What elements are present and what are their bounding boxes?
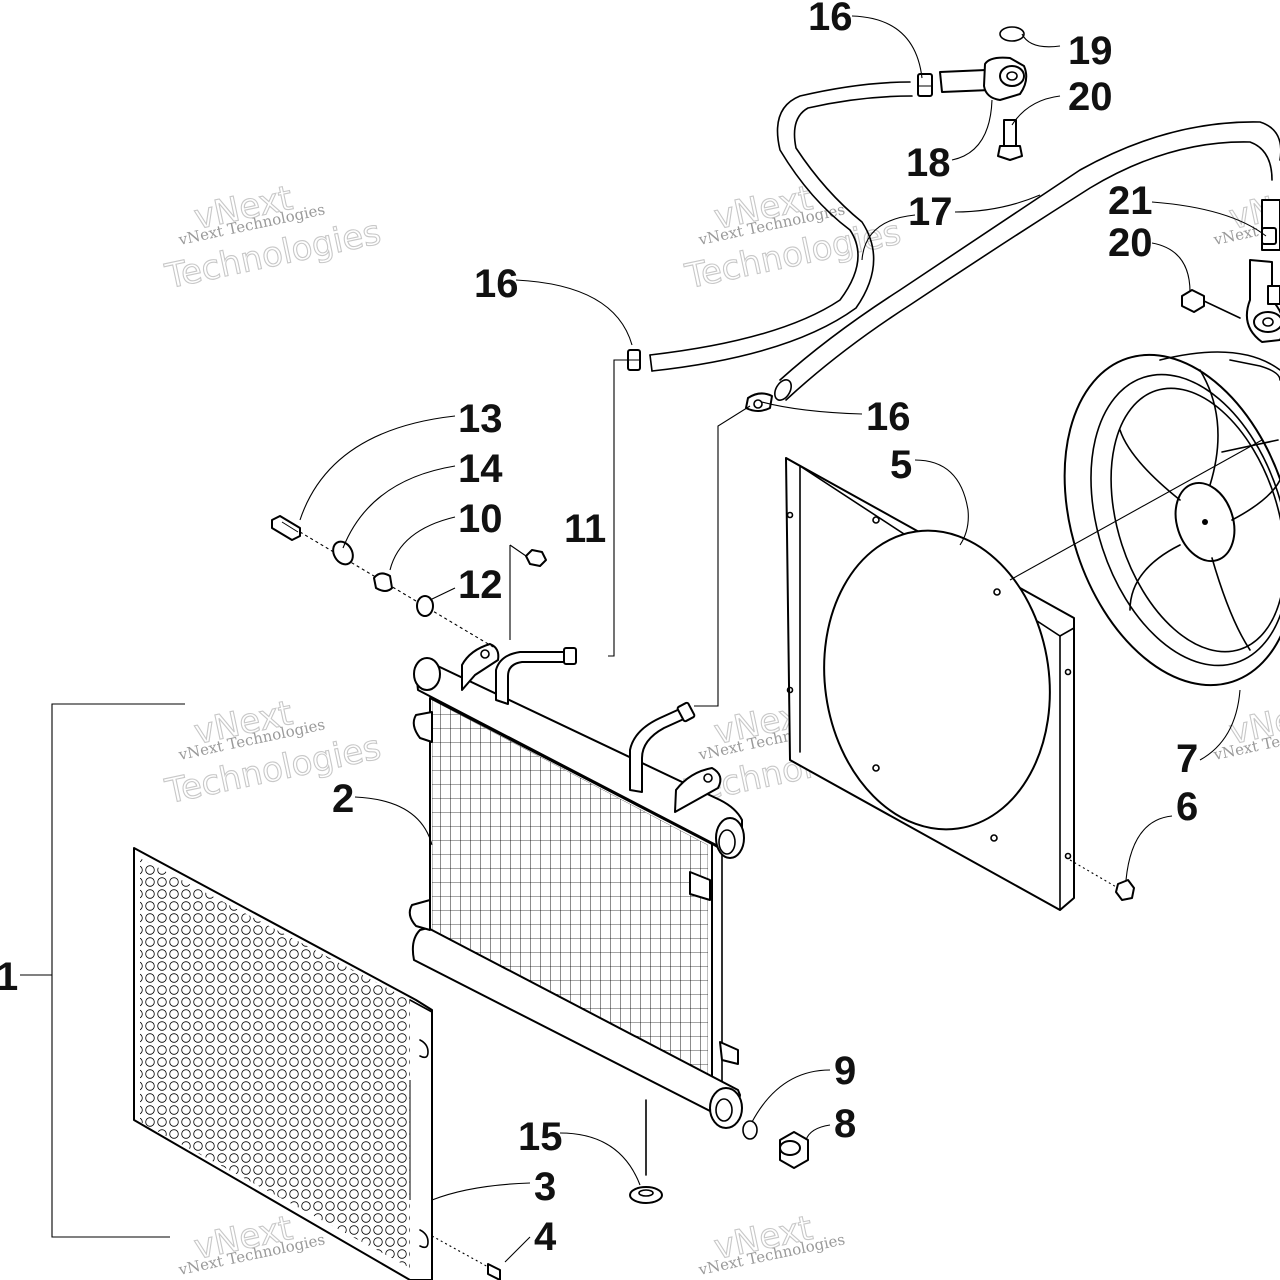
callout-11: 11 bbox=[564, 507, 606, 551]
callout-5: 5 bbox=[890, 443, 912, 487]
clamp-16-right bbox=[745, 392, 773, 412]
callout-3: 3 bbox=[534, 1165, 556, 1209]
callout-21: 21 bbox=[1108, 179, 1153, 223]
assembly-bracket bbox=[51, 703, 185, 1238]
callout-17: 17 bbox=[908, 190, 953, 234]
o-ring-9 bbox=[742, 1120, 758, 1140]
callout-2: 2 bbox=[332, 777, 354, 821]
callout-12: 12 bbox=[458, 563, 503, 607]
callout-20-right: 20 bbox=[1108, 221, 1153, 265]
radiator bbox=[408, 643, 745, 1176]
drain-plug-8 bbox=[779, 1131, 809, 1169]
callout-19: 19 bbox=[1068, 29, 1113, 73]
callout-1: 1 bbox=[0, 955, 18, 999]
grille-screen bbox=[133, 847, 433, 1280]
callout-15: 15 bbox=[518, 1115, 563, 1159]
callout-7: 7 bbox=[1176, 737, 1198, 781]
callout-9: 9 bbox=[834, 1049, 856, 1093]
hoses-17 bbox=[649, 81, 1280, 401]
bolt-20-top bbox=[997, 119, 1023, 161]
screw-6 bbox=[1069, 859, 1135, 901]
nut-11 bbox=[525, 549, 547, 567]
fan-shroud-5 bbox=[785, 457, 1075, 911]
callout-13: 13 bbox=[458, 397, 503, 441]
o-ring-19 bbox=[999, 26, 1025, 42]
callout-8: 8 bbox=[834, 1102, 856, 1146]
leader-11 bbox=[509, 544, 527, 557]
callout-14: 14 bbox=[458, 447, 503, 491]
callout-4: 4 bbox=[534, 1215, 557, 1259]
callout-16-top: 16 bbox=[808, 0, 853, 39]
callout-16-right: 16 bbox=[866, 395, 911, 439]
screw-4 bbox=[431, 1235, 501, 1280]
hardware-stack bbox=[271, 515, 496, 649]
clamp-16-top bbox=[917, 73, 933, 97]
callout-6: 6 bbox=[1176, 785, 1198, 829]
fan-7 bbox=[1063, 285, 1280, 687]
callout-18: 18 bbox=[906, 141, 951, 185]
callout-20-top: 20 bbox=[1068, 75, 1113, 119]
callout-labels: 1 2 3 4 5 6 7 8 9 10 11 12 13 14 15 16 1… bbox=[0, 0, 1198, 1259]
fitting-18 bbox=[939, 56, 1028, 101]
leader-lines bbox=[299, 15, 1267, 1263]
callout-16-left: 16 bbox=[474, 262, 519, 306]
grommet-15 bbox=[629, 1186, 663, 1204]
bolt-20-right bbox=[1181, 289, 1241, 319]
fitting-21 bbox=[1246, 199, 1280, 343]
callout-10: 10 bbox=[458, 497, 503, 541]
clamp-16-mid bbox=[627, 349, 641, 371]
